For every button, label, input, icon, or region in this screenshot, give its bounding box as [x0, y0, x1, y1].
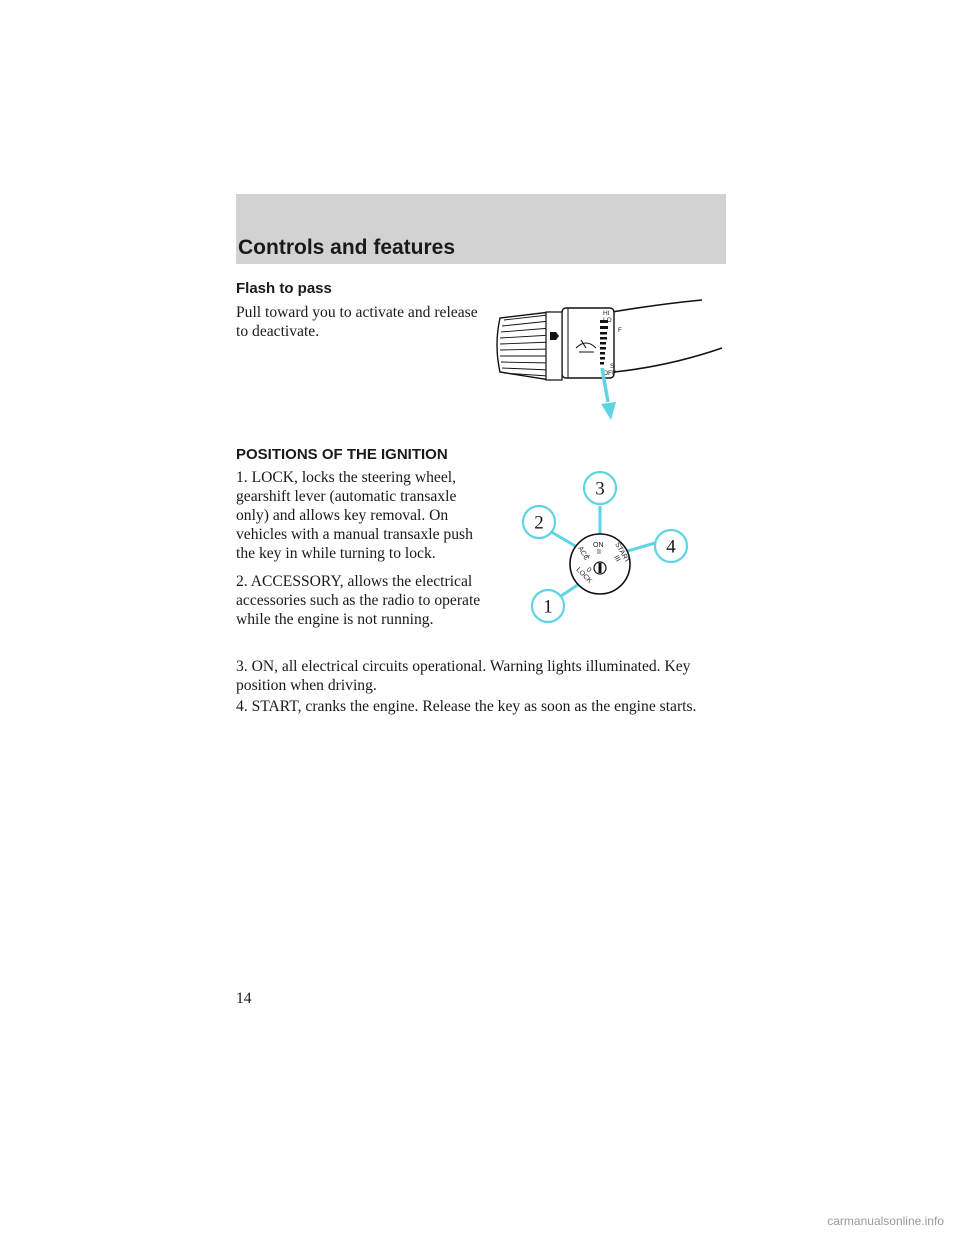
- ignition-heading: POSITIONS OF THE IGNITION: [236, 446, 448, 463]
- footer-watermark: carmanualsonline.info: [827, 1214, 944, 1228]
- stalk-label-f: F: [618, 327, 622, 334]
- switch-label-on: ON: [593, 542, 604, 549]
- multifunction-stalk-illustration: HI LO F S OFF: [496, 299, 723, 420]
- washer-arrow-icon: [550, 332, 559, 340]
- flash-to-pass-heading: Flash to pass: [236, 280, 332, 297]
- stalk-label-s: S: [610, 363, 615, 370]
- ignition-item-4: 4. START, cranks the engine. Release the…: [236, 698, 697, 715]
- flash-to-pass-text: Pull toward you to activate and release …: [236, 304, 478, 340]
- wiper-icon: [575, 339, 597, 353]
- pull-arrow-head-icon: [601, 402, 616, 420]
- switch-label-start-num: III: [612, 555, 621, 564]
- ignition-switch-illustration: ON II ACC I START III LOCK 0 3 2 4 1: [521, 470, 689, 624]
- section-header-band: [236, 194, 726, 264]
- ignition-item-1: 1. LOCK, locks the steering wheel, gears…: [236, 469, 473, 562]
- ignition-item-2: 2. ACCESSORY, allows the electrical acce…: [236, 573, 481, 628]
- ignition-item-3: 3. ON, all electrical circuits operation…: [236, 658, 691, 694]
- pull-direction-arrow: [600, 367, 610, 403]
- stalk-label-hi: HI: [603, 310, 610, 317]
- switch-label-lock-num: 0: [585, 566, 593, 574]
- switch-label-on-num: II: [597, 549, 601, 556]
- stalk-label-off: OFF: [603, 370, 616, 377]
- switch-label-acc-num: I: [583, 555, 590, 560]
- callout-1: 1: [543, 597, 553, 618]
- callout-2: 2: [534, 513, 544, 534]
- page-number: 14: [236, 990, 252, 1007]
- section-title: Controls and features: [238, 236, 456, 259]
- callout-4: 4: [666, 537, 676, 558]
- stalk-label-lo: LO: [603, 317, 612, 324]
- callout-3: 3: [595, 479, 605, 500]
